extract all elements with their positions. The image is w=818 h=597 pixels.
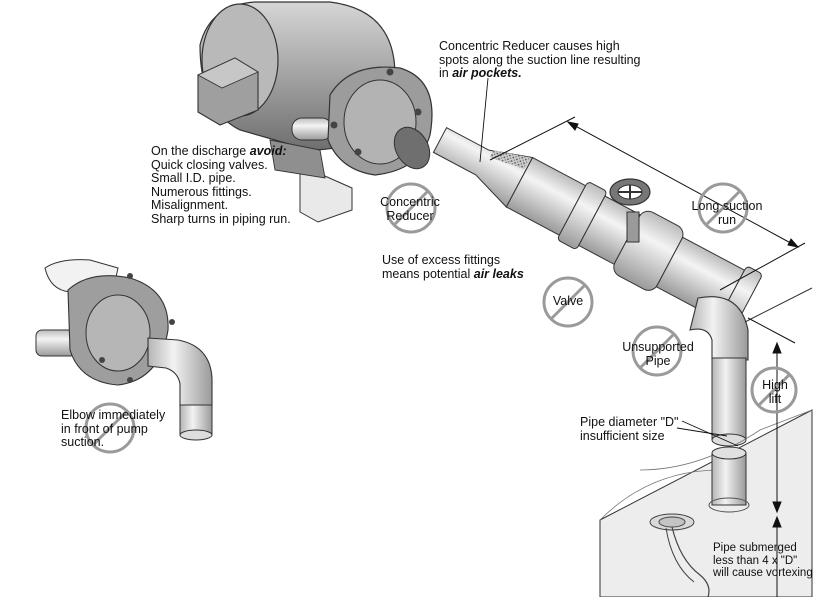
discharge-item: Sharp turns in piping run. [151, 211, 291, 226]
inset-pump [35, 259, 213, 441]
base-plate [299, 164, 353, 223]
no-symbol-icon [84, 182, 798, 454]
valve-label: Valve [552, 294, 584, 308]
concentric-reducer-label: Concentric Reducer [380, 195, 440, 223]
discharge-item: Quick closing valves. [151, 157, 268, 172]
air-pockets-em: air pockets. [452, 66, 522, 80]
long-run-dimension [489, 116, 806, 291]
vortex [649, 513, 710, 597]
valve-handwheel [609, 178, 651, 243]
excess-fittings-note: Use of excess fittings means potential a… [382, 253, 524, 281]
no-symbol-unsupported [631, 325, 683, 377]
submerged-vortex-note: Pipe submerged less than 4 x "D" will ca… [713, 542, 813, 579]
discharge-item: Small I.D. pipe. [151, 171, 236, 185]
discharge-avoid-em: avoid: [249, 144, 287, 158]
leader-lines [479, 77, 739, 447]
no-symbol-valve [542, 276, 594, 328]
air-leaks-em: air leaks [473, 266, 524, 281]
inset-elbow [147, 337, 213, 409]
elbow-note: Elbow immediately in front of pump sucti… [61, 408, 166, 449]
pipe-diameter-label: Pipe diameter "D" insufficient size [580, 415, 679, 443]
discharge-intro-line: On the discharge avoid: [151, 144, 287, 158]
reducer-air-pocket-note: Concentric Reducer causes high spots alo… [439, 39, 641, 80]
unsupported-pipe-label: Unsupported Pipe [622, 340, 694, 368]
no-symbol-elbow [84, 402, 136, 454]
submergence-dimension [772, 515, 782, 597]
main-pump-motor [197, 1, 433, 223]
no-symbol-discharge [385, 182, 437, 234]
discharge-item: Misalignment. [151, 198, 229, 212]
high-lift-label: High lift [762, 378, 788, 406]
discharge-item: Numerous fittings. [151, 184, 252, 199]
long-suction-run-label: Long suction run [691, 199, 763, 227]
no-symbol-long-run [697, 182, 749, 234]
no-symbol-high-lift [750, 366, 798, 414]
discharge-avoid-note: On the discharge avoid: Quick closing va… [151, 144, 291, 226]
motor-shaft [291, 117, 333, 141]
sump-tank [599, 287, 813, 597]
high-lift-dimension [747, 317, 796, 514]
vertical-pipe-lower [711, 452, 747, 506]
vertical-pipe-upper [711, 357, 747, 441]
